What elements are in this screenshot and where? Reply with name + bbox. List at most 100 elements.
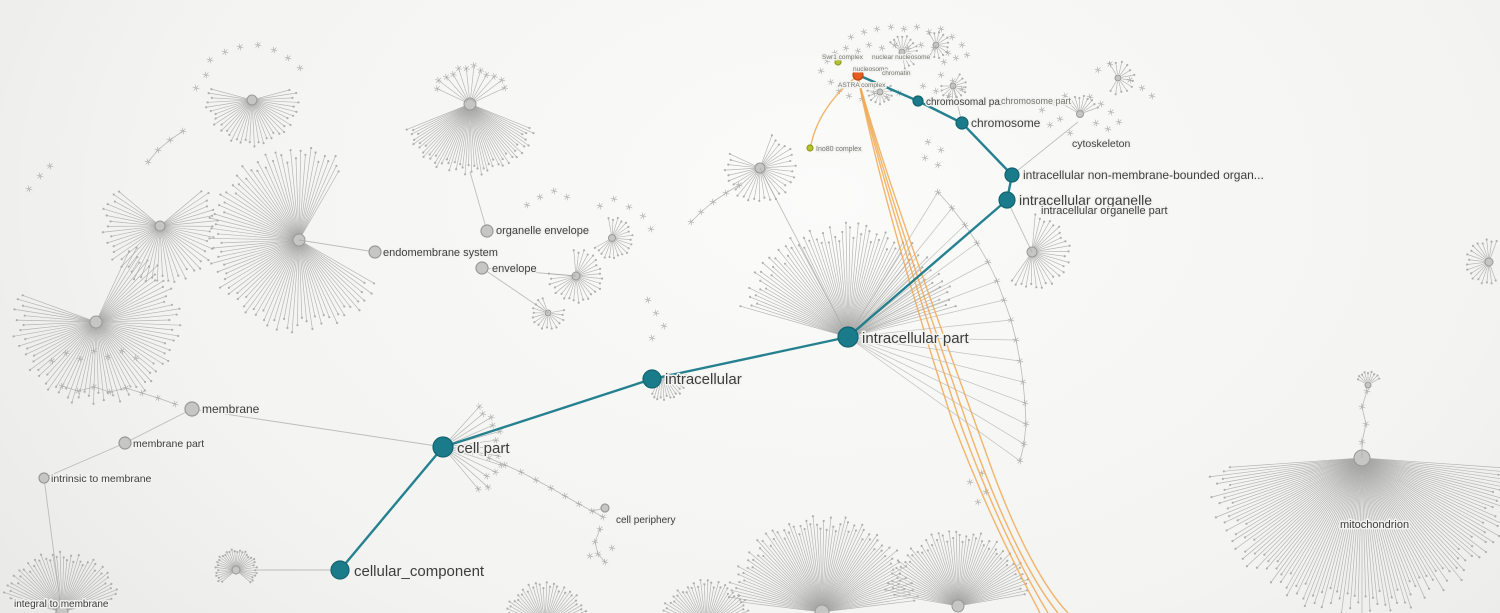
label-intracellular-organelle-part[interactable]: intracellular organelle part: [1040, 204, 1170, 219]
label-chromosomal-part[interactable]: chromosomal part: [925, 96, 1008, 110]
node-endomembrane-system[interactable]: [368, 245, 382, 259]
label-intrinsic-to-membrane[interactable]: intrinsic to membrane: [50, 472, 154, 487]
fan-cluster: [1208, 449, 1500, 613]
fan-cluster: [662, 578, 750, 613]
leaf-asterisk-icon: [25, 185, 33, 193]
highlight-edge-intracellular-intracellular-part: [650, 335, 850, 381]
cluster-center-node[interactable]: [231, 565, 241, 575]
leaf-asterisk-icon: [483, 71, 490, 79]
leaf-asterisk-icon: [1086, 93, 1094, 101]
node-intrinsic-to-membrane[interactable]: [38, 472, 50, 484]
cluster-center-node[interactable]: [898, 48, 906, 56]
cluster-center-node[interactable]: [55, 605, 69, 613]
leaf-asterisk-icon: [949, 77, 957, 85]
leaf-asterisk-icon: [485, 454, 493, 462]
cluster-center-node[interactable]: [89, 315, 103, 329]
fan-cluster: [723, 134, 797, 203]
cluster-center-node[interactable]: [1114, 74, 1122, 82]
label-cell-periphery[interactable]: cell periphery: [615, 514, 677, 528]
leaf-asterisk-icon: [709, 198, 717, 206]
node-intracellular[interactable]: [642, 369, 662, 389]
node-membrane[interactable]: [184, 401, 200, 417]
layer-teal-edges: [338, 73, 1014, 572]
leaf-asterisk-icon: [484, 484, 492, 491]
label-chromosome[interactable]: chromosome: [970, 115, 1043, 132]
leaf-asterisk-icon: [937, 71, 945, 79]
label-swr1-complex[interactable]: Swr1 complex: [821, 53, 866, 63]
leaf-asterisk-icon: [594, 550, 602, 558]
leaf-asterisk-icon: [1115, 118, 1123, 126]
gray-edge: [298, 239, 376, 253]
gray-edge: [43, 477, 61, 601]
leaf-asterisk-icon: [1000, 296, 1008, 304]
label-endomembrane-system[interactable]: endomembrane system: [382, 246, 500, 261]
leaf-asterisk-icon: [937, 146, 945, 154]
cluster-center-node[interactable]: [246, 94, 258, 106]
label-ino80-complex[interactable]: Ino80 complex: [815, 145, 864, 155]
cluster-center-node[interactable]: [154, 220, 166, 232]
cluster-center-node[interactable]: [1076, 110, 1084, 118]
node-ino80-complex[interactable]: [806, 144, 814, 152]
cluster-center-node[interactable]: [1484, 257, 1494, 267]
cluster-center-node[interactable]: [1364, 381, 1372, 389]
label-intracellular-part[interactable]: intracellular part: [861, 329, 972, 349]
label-membrane[interactable]: membrane: [201, 401, 262, 418]
label-chromosome-part[interactable]: chromosome part: [1000, 95, 1074, 108]
label-cytoskeleton[interactable]: cytoskeleton: [1071, 137, 1133, 152]
cluster-center-node[interactable]: [876, 88, 884, 96]
orange-edge: [857, 77, 1059, 613]
cluster-center-node[interactable]: [608, 234, 616, 242]
label-nucleosome[interactable]: nucleosome: [852, 65, 890, 75]
orange-edge: [857, 77, 1049, 613]
leaf-asterisk-icon: [489, 421, 497, 429]
leaf-asterisk-icon: [1016, 457, 1024, 465]
label-intracellular[interactable]: intracellular: [664, 370, 744, 390]
cluster-center-node[interactable]: [463, 97, 477, 111]
node-chromosome[interactable]: [955, 116, 969, 130]
node-organelle-envelope[interactable]: [480, 224, 494, 238]
label-integral-to-membrane[interactable]: integral to membrane: [13, 598, 111, 612]
leaf-asterisk-icon: [591, 538, 599, 546]
node-membrane-part[interactable]: [118, 436, 132, 450]
label-cellular-component[interactable]: cellular_component: [353, 562, 487, 582]
label-cell-part[interactable]: cell part: [456, 439, 512, 459]
label-membrane-part[interactable]: membrane part: [132, 437, 206, 452]
label-mitochondrion[interactable]: mitochondrion: [1339, 518, 1411, 533]
leaf-asterisk-icon: [1038, 106, 1046, 114]
leaf-asterisk-icon: [536, 193, 544, 201]
label-astra-complex[interactable]: ASTRA complex: [837, 81, 888, 91]
leaf-asterisk-icon: [1022, 420, 1030, 428]
node-intracellular-part[interactable]: [837, 326, 859, 348]
node-cell-part[interactable]: [432, 436, 454, 458]
leaf-asterisk-icon: [1107, 108, 1115, 116]
label-intracellular-non-membrane-bounded-organelle[interactable]: intracellular non-membrane-bounded organ…: [1022, 167, 1266, 184]
node-nucleosome[interactable]: [852, 69, 864, 81]
node-cellular-component[interactable]: [330, 560, 350, 580]
label-intracellular-organelle[interactable]: intracellular organelle: [1018, 191, 1154, 210]
leaf-asterisk-icon: [435, 77, 442, 84]
leaf-asterisk-icon: [722, 189, 730, 197]
label-envelope[interactable]: envelope: [491, 262, 539, 277]
leaf-asterisk-icon: [104, 353, 112, 361]
node-intracellular-non-membrane-bounded-organelle[interactable]: [1004, 167, 1020, 183]
leaf-asterisk-icon: [1148, 92, 1156, 100]
node-intracellular-organelle[interactable]: [998, 191, 1016, 209]
leaf-asterisk-icon: [917, 41, 925, 49]
label-organelle-envelope[interactable]: organelle envelope: [495, 224, 591, 239]
label-nuclear-nucleosome[interactable]: nuclear nucleosome: [871, 53, 933, 63]
label-chromatin[interactable]: chromatin: [881, 69, 913, 79]
cluster-center-node[interactable]: [814, 604, 830, 613]
node-envelope[interactable]: [475, 261, 489, 275]
leaf-asterisk-icon: [1049, 98, 1057, 106]
leaf-asterisk-icon: [948, 33, 956, 41]
leaf-asterisk-icon: [932, 87, 940, 95]
leaf-asterisk-icon: [652, 309, 660, 317]
leaf-asterisk-icon: [498, 76, 506, 84]
cluster-center-node[interactable]: [951, 599, 965, 613]
node-cell-periphery[interactable]: [600, 503, 610, 513]
node-chromosomal-part[interactable]: [912, 95, 924, 107]
leaf-asterisk-icon: [644, 296, 652, 304]
node-swr1-complex-node[interactable]: [834, 58, 842, 66]
leaf-asterisk-icon: [154, 394, 162, 402]
